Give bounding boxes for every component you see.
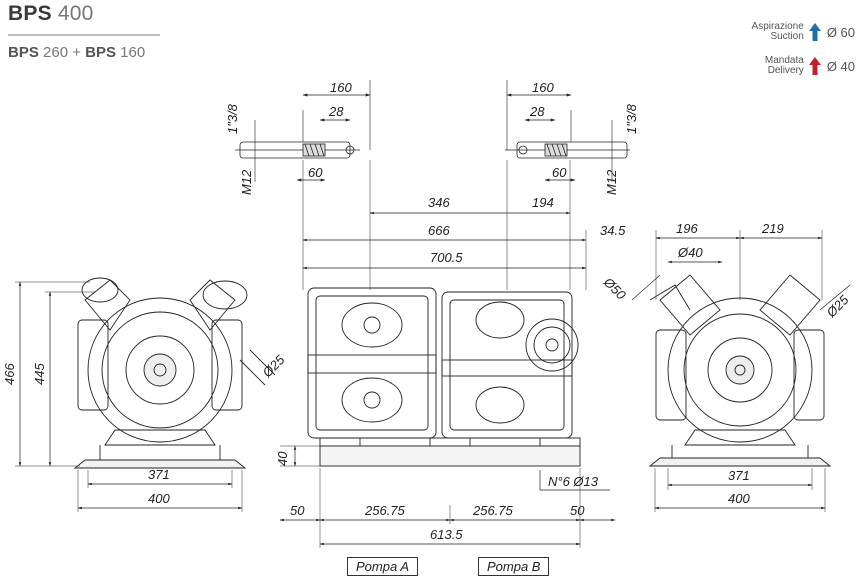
dim-700-5: 700.5 (430, 250, 463, 265)
dim-left-height-466: 466 (2, 363, 17, 385)
dim-shaft-left-thread: M12 (239, 169, 254, 195)
dim-right-196: 196 (676, 221, 698, 236)
left-side-view (73, 277, 276, 469)
dim-right-d50: Ø50 (600, 274, 629, 303)
dim-34-5: 34.5 (600, 223, 626, 238)
dim-left-height-445: 445 (32, 363, 47, 385)
dim-194: 194 (532, 195, 554, 210)
dim-right-width-371: 371 (728, 468, 750, 483)
dim-base-256-right: 256.75 (472, 503, 514, 518)
dim-base-50-right: 50 (570, 503, 585, 518)
dim-shaft-left-length: 160 (330, 80, 352, 95)
dim-shaft-right-length: 160 (532, 80, 554, 95)
front-view-dimensions (279, 160, 616, 548)
pump-a-label: Pompa A (347, 557, 418, 576)
legend-suction-size: Ø 60 (826, 24, 855, 40)
dim-base-613-5: 613.5 (430, 527, 463, 542)
page-subtitle: BPS 260 + BPS 160 (8, 44, 146, 61)
right-view-dimensions (631, 230, 851, 512)
dim-shaft-right-thread: M12 (604, 169, 619, 195)
left-view-dimensions (15, 281, 243, 512)
dim-right-width-400: 400 (728, 491, 750, 506)
dim-left-width-371: 371 (148, 467, 170, 482)
dim-base-height-40: 40 (275, 451, 290, 466)
dim-left-width-400: 400 (148, 491, 170, 506)
pump-b-label: Pompa B (478, 557, 550, 576)
title-divider (8, 34, 160, 36)
front-view-pumps (307, 287, 581, 467)
dim-shaft-right-diameter: 1"3/8 (624, 103, 639, 134)
shaft-right-detail (505, 80, 630, 182)
dim-shaft-right-keylength: 60 (552, 165, 567, 180)
dim-base-50-left: 50 (290, 503, 305, 518)
arrow-up-blue-icon (808, 23, 821, 41)
dim-shaft-left-diameter: 1"3/8 (225, 103, 240, 134)
dim-shaft-left-keylength: 60 (308, 165, 323, 180)
dim-346: 346 (428, 195, 450, 210)
right-side-view (648, 274, 832, 467)
dim-base-256-left: 256.75 (364, 503, 406, 518)
dim-right-219: 219 (761, 221, 784, 236)
dim-left-d25: Ø25 (259, 352, 288, 381)
dim-shaft-left-key: 28 (328, 104, 344, 119)
dim-right-d25: Ø25 (823, 292, 852, 321)
dim-right-d40: Ø40 (677, 245, 703, 260)
page-title: BPS 400 (8, 2, 94, 25)
dim-shaft-right-key: 28 (529, 104, 545, 119)
dim-666: 666 (428, 223, 450, 238)
legend-delivery-size: Ø 40 (826, 58, 855, 74)
shaft-left-detail (235, 80, 371, 182)
arrow-up-red-icon (808, 57, 821, 75)
dim-holes: N°6 Ø13 (548, 474, 599, 489)
